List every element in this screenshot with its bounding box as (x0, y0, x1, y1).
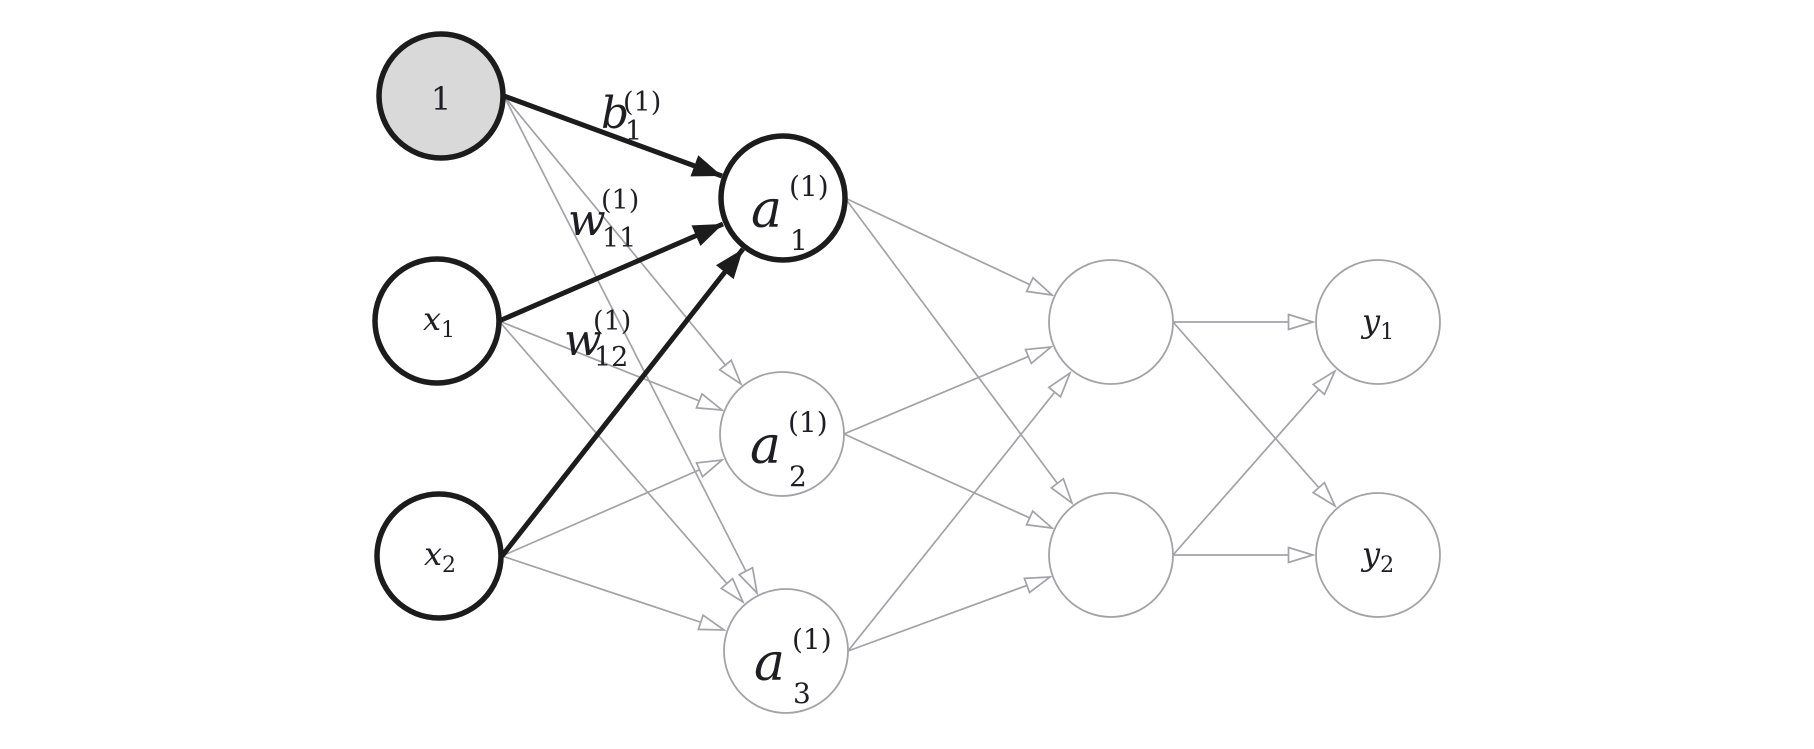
node-a3-label: a (1) 3 (754, 623, 837, 710)
node-x1-label: x1 (423, 300, 455, 343)
edge-x1-a2 (498, 320, 722, 410)
edge-x2-a3 (501, 555, 724, 630)
edge-a3-h1 (847, 373, 1070, 652)
edge-x1-a3 (498, 320, 743, 602)
node-a2 (719, 371, 845, 497)
edge-a1-h2 (844, 197, 1072, 503)
node-y1-label: y1 (1360, 302, 1394, 345)
edge-a1-h1 (844, 197, 1052, 295)
node-labels: 1 x1 x2 a (1) 1 a (1) 2 a (1) 3 y1 y2 (423, 80, 1394, 710)
edges-bold (498, 93, 745, 558)
edge-h1-y2 (1172, 321, 1335, 506)
edge-label-w11: w (1) 11 (568, 185, 644, 254)
edge-label-w12: w (1) 12 (564, 306, 636, 373)
edge-x2-a1 (500, 247, 745, 558)
node-y1 (1315, 259, 1441, 385)
edge-a2-h1 (843, 347, 1051, 435)
node-y2-label: y2 (1360, 535, 1394, 578)
edge-label-b1: b (1) 1 (601, 87, 666, 147)
node-y2 (1315, 492, 1441, 618)
node-hidden2 (1048, 492, 1174, 618)
edge-x2-a2 (501, 460, 722, 557)
node-x1 (372, 256, 502, 386)
node-hidden1 (1048, 259, 1174, 385)
edge-x1-a1 (498, 221, 724, 324)
node-bias-label: 1 (431, 80, 451, 118)
edge-bias-a2 (503, 95, 741, 384)
nodes (372, 31, 1441, 714)
node-a1 (718, 133, 848, 263)
edges-light (498, 95, 1335, 652)
edge-a3-h2 (847, 577, 1050, 652)
node-a1-label: a (1) 1 (751, 170, 834, 257)
node-x2 (374, 491, 504, 621)
node-x2-label: x2 (424, 535, 456, 578)
edge-labels: b (1) 1 w (1) 11 w (1) 12 (564, 87, 666, 373)
node-a2-label: a (1) 2 (750, 406, 833, 493)
edge-bias-a3 (503, 95, 757, 593)
node-a3 (723, 588, 849, 714)
edge-bias-a1 (503, 93, 723, 179)
edge-h2-y1 (1172, 371, 1335, 556)
edge-a2-h2 (843, 433, 1052, 528)
node-bias (376, 31, 506, 161)
